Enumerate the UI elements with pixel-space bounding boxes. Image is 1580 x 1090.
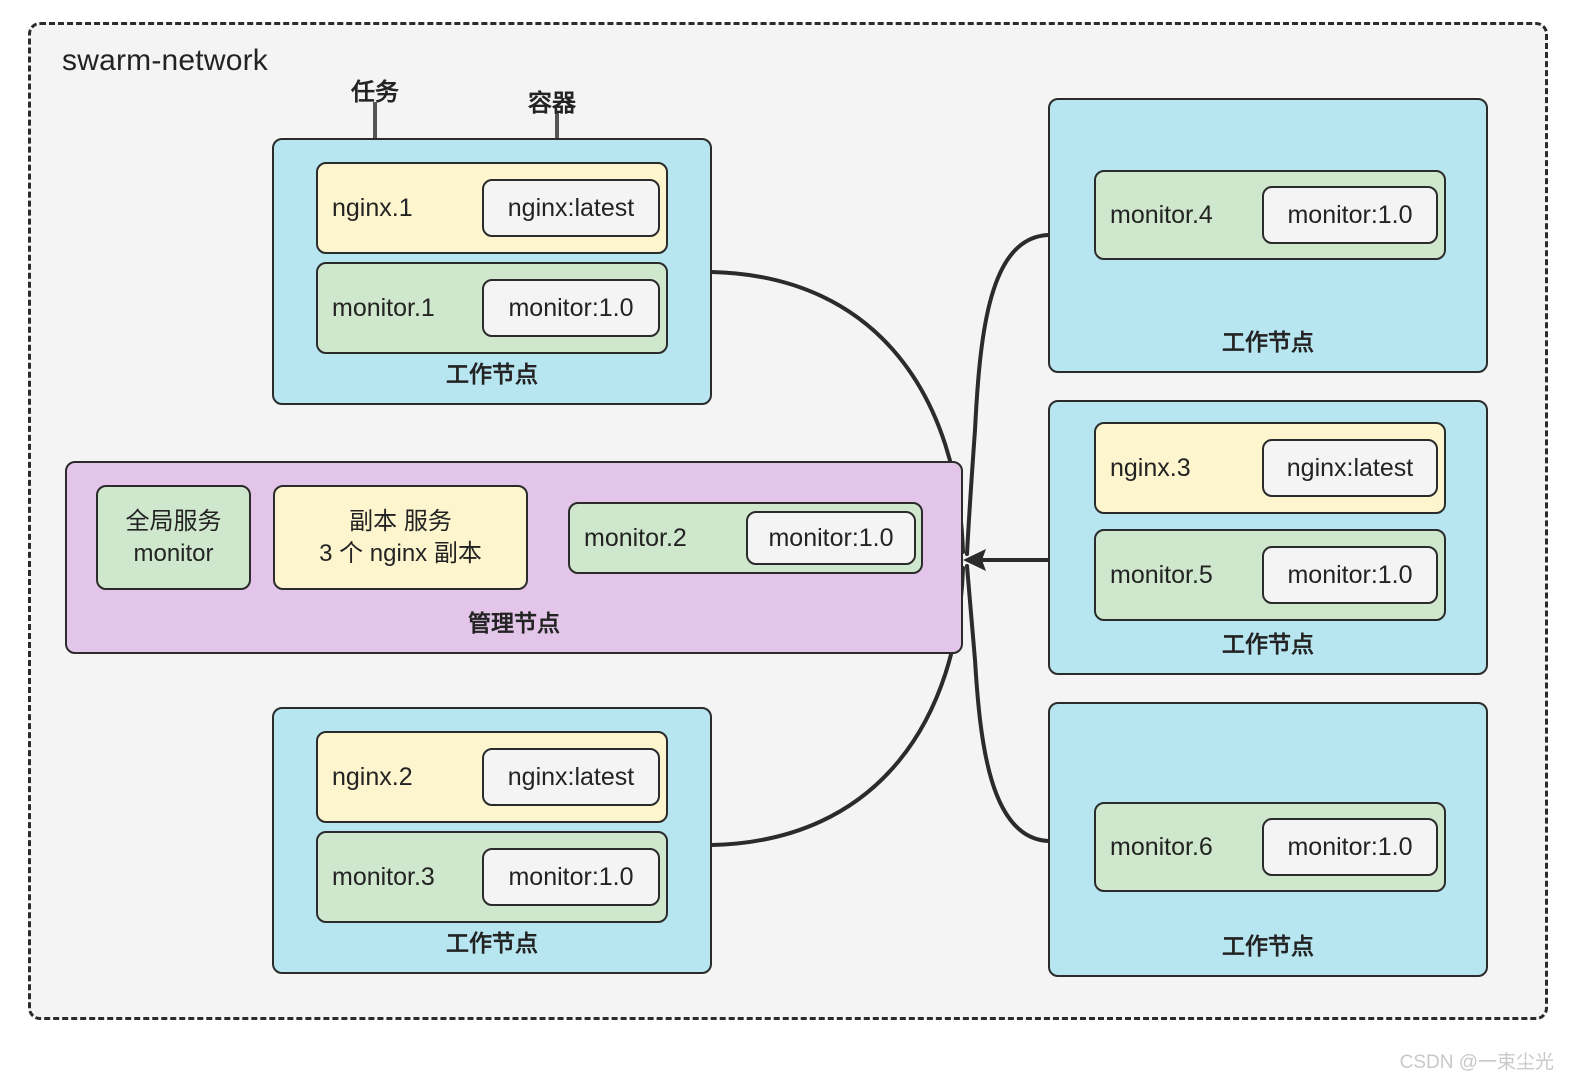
container-box[interactable]: nginx:latest xyxy=(482,179,660,237)
network-title: swarm-network xyxy=(62,44,268,77)
task-monitor-5[interactable]: monitor.5 monitor:1.0 xyxy=(1094,529,1446,621)
node-worker-1[interactable]: nginx.1 nginx:latest monitor.1 monitor:1… xyxy=(272,138,712,405)
container-box[interactable]: monitor:1.0 xyxy=(482,848,660,906)
node-manager-1[interactable]: 全局服务 monitor 副本 服务 3 个 nginx 副本 monitor.… xyxy=(65,461,963,654)
container-box[interactable]: nginx:latest xyxy=(1262,439,1438,497)
node-role-label: 工作节点 xyxy=(1222,631,1314,657)
service-line: 3 个 nginx 副本 xyxy=(319,539,482,567)
container-box[interactable]: monitor:1.0 xyxy=(746,511,916,565)
task-name: monitor.6 xyxy=(1110,832,1213,861)
task-monitor-3[interactable]: monitor.3 monitor:1.0 xyxy=(316,831,668,923)
container-box[interactable]: nginx:latest xyxy=(482,748,660,806)
task-monitor-2[interactable]: monitor.2 monitor:1.0 xyxy=(568,502,923,574)
task-name: monitor.3 xyxy=(332,862,435,891)
node-worker-4[interactable]: nginx.3 nginx:latest monitor.5 monitor:1… xyxy=(1048,400,1488,675)
task-nginx-2[interactable]: nginx.2 nginx:latest xyxy=(316,731,668,823)
task-name: monitor.5 xyxy=(1110,560,1213,589)
task-name: nginx.2 xyxy=(332,762,413,791)
node-role-label: 管理节点 xyxy=(468,610,560,636)
container-box[interactable]: monitor:1.0 xyxy=(1262,186,1438,244)
task-name: nginx.3 xyxy=(1110,453,1191,482)
task-name: nginx.1 xyxy=(332,193,413,222)
callout-container: 容器 xyxy=(528,90,576,117)
node-role-label: 工作节点 xyxy=(446,361,538,387)
node-worker-5[interactable]: monitor.6 monitor:1.0 工作节点 xyxy=(1048,702,1488,977)
node-role-label: 工作节点 xyxy=(446,930,538,956)
node-worker-3[interactable]: monitor.4 monitor:1.0 工作节点 xyxy=(1048,98,1488,373)
node-worker-2[interactable]: nginx.2 nginx:latest monitor.3 monitor:1… xyxy=(272,707,712,974)
watermark: CSDN @一束尘光 xyxy=(1399,1052,1554,1073)
node-role-label: 工作节点 xyxy=(1222,933,1314,959)
service-line: 全局服务 xyxy=(125,507,222,535)
service-replicated-nginx[interactable]: 副本 服务 3 个 nginx 副本 xyxy=(273,485,528,590)
service-line: 副本 服务 xyxy=(349,507,452,535)
task-monitor-4[interactable]: monitor.4 monitor:1.0 xyxy=(1094,170,1446,260)
task-monitor-6[interactable]: monitor.6 monitor:1.0 xyxy=(1094,802,1446,892)
task-nginx-3[interactable]: nginx.3 nginx:latest xyxy=(1094,422,1446,514)
node-role-label: 工作节点 xyxy=(1222,329,1314,355)
service-global-monitor[interactable]: 全局服务 monitor xyxy=(96,485,251,590)
task-name: monitor.2 xyxy=(584,523,687,552)
task-nginx-1[interactable]: nginx.1 nginx:latest xyxy=(316,162,668,254)
task-name: monitor.4 xyxy=(1110,200,1213,229)
service-line: monitor xyxy=(133,539,214,567)
container-box[interactable]: monitor:1.0 xyxy=(482,279,660,337)
container-box[interactable]: monitor:1.0 xyxy=(1262,818,1438,876)
callout-task: 任务 xyxy=(351,79,399,106)
container-box[interactable]: monitor:1.0 xyxy=(1262,546,1438,604)
task-monitor-1[interactable]: monitor.1 monitor:1.0 xyxy=(316,262,668,354)
task-name: monitor.1 xyxy=(332,293,435,322)
